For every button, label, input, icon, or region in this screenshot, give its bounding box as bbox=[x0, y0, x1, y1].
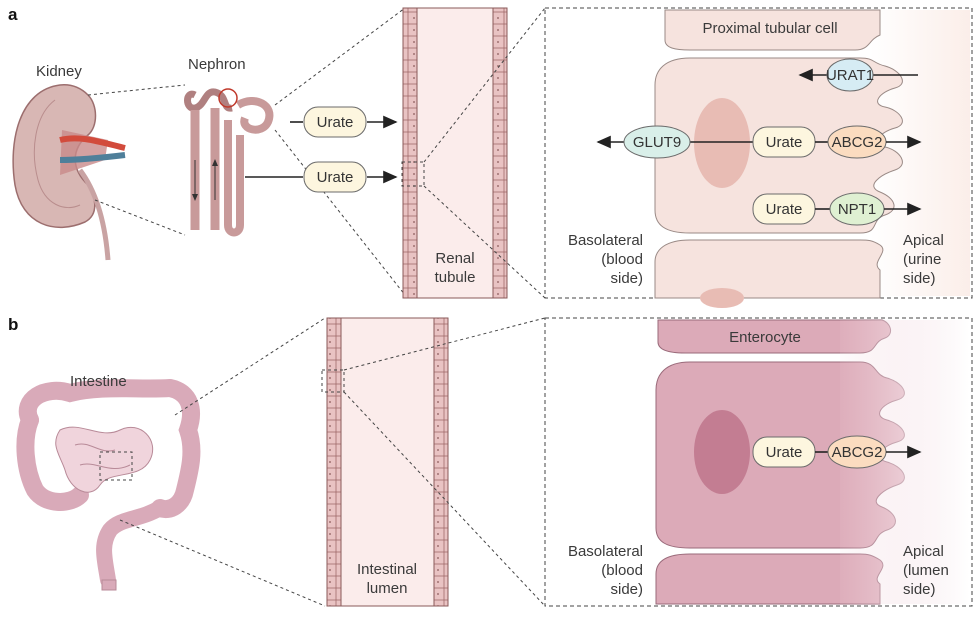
detail-box-kidney bbox=[544, 7, 973, 299]
abcg2-label: ABCG2 bbox=[832, 444, 883, 461]
zoom-line bbox=[174, 317, 326, 416]
zoom-line bbox=[274, 129, 406, 296]
apical-label: side) bbox=[903, 581, 936, 598]
proximal-tubular-cells bbox=[654, 9, 903, 308]
intestine-illustration bbox=[16, 378, 201, 591]
panel-b-label: b bbox=[8, 315, 18, 334]
enterocyte-label: Enterocyte bbox=[729, 329, 801, 346]
zoom-line bbox=[87, 84, 186, 96]
basolateral-label: side) bbox=[610, 581, 643, 598]
apical-label: side) bbox=[903, 270, 936, 287]
basolateral-label: side) bbox=[610, 270, 643, 287]
urat1-transporter bbox=[826, 58, 874, 92]
kidney-illustration bbox=[12, 84, 126, 261]
lumen-label: lumen bbox=[367, 580, 408, 597]
cell-label: Proximal tubular cell bbox=[702, 20, 837, 37]
urate-label: Urate bbox=[766, 201, 803, 218]
basolateral-label: Basolateral bbox=[568, 232, 643, 249]
zoom-line bbox=[343, 317, 546, 371]
urate-pill bbox=[303, 161, 367, 193]
renal-tubule bbox=[402, 7, 508, 299]
zoom-line bbox=[94, 199, 186, 236]
glut9-transporter bbox=[623, 125, 691, 159]
apical-label: Apical bbox=[903, 543, 944, 560]
detail-box-intestine bbox=[544, 317, 973, 607]
abcg2-label: ABCG2 bbox=[832, 134, 883, 151]
zoom-line bbox=[119, 519, 326, 607]
nephron-label: Nephron bbox=[188, 56, 246, 73]
npt1-label: NPT1 bbox=[838, 201, 876, 218]
lumen-label: Intestinal bbox=[357, 561, 417, 578]
basolateral-label: Basolateral bbox=[568, 543, 643, 560]
urat1-label: URAT1 bbox=[826, 67, 874, 84]
zoom-box bbox=[321, 369, 345, 393]
zoom-line bbox=[343, 391, 546, 607]
intestine-label: Intestine bbox=[70, 373, 127, 390]
intestinal-lumen-tube bbox=[326, 317, 449, 607]
urate-label: Urate bbox=[317, 114, 354, 131]
nephron-illustration bbox=[184, 88, 274, 237]
zoom-box bbox=[401, 161, 425, 187]
apical-label: (urine bbox=[903, 251, 941, 268]
tubule-label: Renal bbox=[435, 250, 474, 267]
zoom-line bbox=[423, 7, 546, 163]
apical-label: Apical bbox=[903, 232, 944, 249]
glut9-label: GLUT9 bbox=[633, 134, 681, 151]
apical-label: (lumen bbox=[903, 562, 949, 579]
urate-label: Urate bbox=[317, 169, 354, 186]
basolateral-label: (blood bbox=[601, 562, 643, 579]
kidney-label: Kidney bbox=[36, 63, 82, 80]
urate-label: Urate bbox=[766, 444, 803, 461]
tubule-label: tubule bbox=[435, 269, 476, 286]
panel-a-label: a bbox=[8, 5, 18, 24]
basolateral-label: (blood bbox=[601, 251, 643, 268]
urate-label: Urate bbox=[766, 134, 803, 151]
zoom-line bbox=[274, 7, 406, 106]
urate-pill bbox=[303, 106, 367, 138]
